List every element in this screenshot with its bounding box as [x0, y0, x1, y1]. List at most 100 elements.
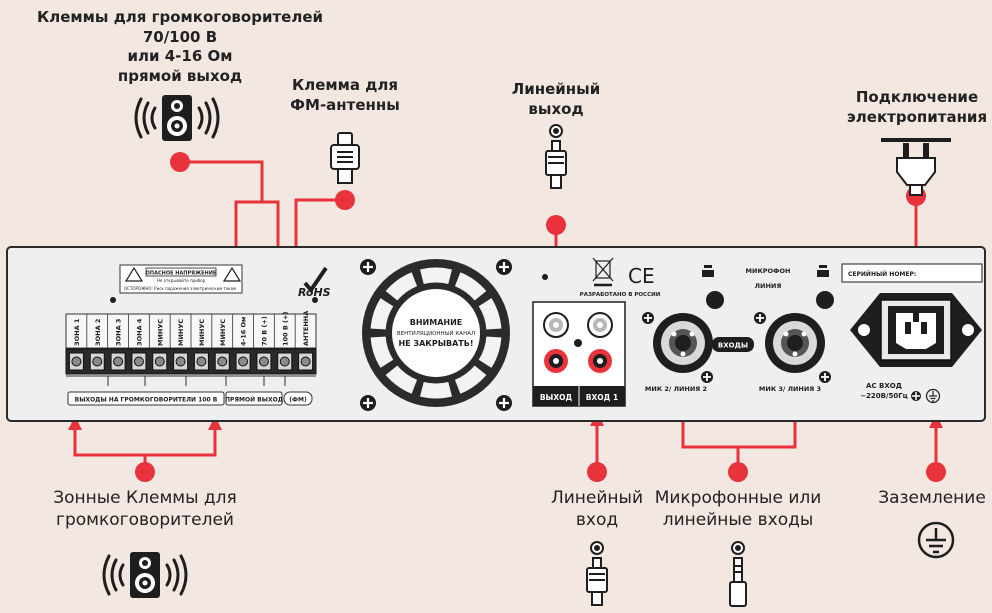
callout-text: выход [528, 99, 584, 118]
callout-text: или 4-16 Ом [127, 47, 233, 65]
zones-output-label: ВЫХОДЫ НА ГРОМКОГОВОРИТЕЛИ 100 В [75, 397, 218, 404]
rohs-mark: RoHS [298, 266, 331, 299]
dot-line-out [546, 215, 566, 235]
terminal-label: 100 В (+) [281, 312, 289, 346]
callout-power: Подключение электропитания [842, 88, 992, 127]
mic-header-1: МИКРОФОН [746, 267, 791, 275]
mic-header-2: ЛИНИЯ [755, 282, 782, 290]
callout-dots [135, 152, 946, 482]
inputs-label: ВХОДЫ [718, 342, 748, 350]
rca-ground-screw [574, 339, 582, 347]
terminal-screw-head [113, 356, 124, 367]
ac-voltage-label: ~220В/50Гц [860, 392, 908, 400]
terminal-label: МИНУС [198, 319, 206, 346]
terminal-label: ЗОНА 2 [94, 319, 102, 346]
arrow-up-zone-a [68, 416, 82, 430]
power-plug-icon [881, 138, 951, 196]
ce-mark: CE [628, 264, 655, 288]
power-section: СЕРИЙНЫЙ НОМЕР: AC ВХОД ~220В/50Гц [841, 263, 983, 404]
mic-gain-knob-3 [816, 291, 834, 309]
terminal-screw-head [238, 356, 249, 367]
jack-plug-icon [729, 541, 747, 607]
callout-text: громкоговорителей [56, 510, 234, 531]
mic3-label: МИК 3/ ЛИНИЯ 3 [759, 385, 821, 393]
terminal-label: ЗОНА 1 [73, 318, 81, 346]
mic2-label: МИК 2/ ЛИНИЯ 2 [645, 385, 707, 393]
callout-speaker-terminals: Клеммы для громкоговорителей 70/100 В ил… [0, 8, 360, 86]
rca-block: ВЫХОД ВХОД 1 [532, 301, 626, 407]
fan-slot [477, 297, 503, 331]
screw-icon [110, 274, 548, 303]
callout-text: Подключение [855, 88, 979, 106]
screw-cross [363, 262, 509, 408]
terminal-group-ticks [107, 376, 286, 386]
ground-icon [917, 521, 955, 559]
mic-gain-knob-2 [706, 291, 724, 309]
terminal-screw-head [217, 356, 228, 367]
callout-text: 70/100 В [142, 27, 218, 46]
rear-panel: ОПАСНОЕ НАПРЯЖЕНИЕ Не открывайте прибор … [6, 246, 986, 422]
callout-text: вход [575, 510, 619, 531]
terminal-label: АНТЕННА [302, 311, 310, 346]
direct-output-label: ПРЯМОЙ ВЫХОД [225, 396, 283, 404]
terminal-label: ЗОНА 3 [115, 319, 123, 346]
callout-line-out: Линейный выход [486, 80, 626, 119]
fan-slot [369, 335, 395, 369]
callout-ground: Заземление [872, 487, 992, 509]
callout-text: Клемма для [291, 76, 399, 94]
terminal-block [65, 348, 317, 375]
fan-warning: НЕ ЗАКРЫВАТЬ! [398, 339, 473, 348]
speaker-icon [102, 552, 188, 598]
callout-text: Зонные Клеммы для [53, 488, 237, 508]
switch-icon [702, 265, 829, 277]
rohs-label: RoHS [298, 286, 331, 299]
fan-slot [418, 380, 454, 400]
fan-slot [369, 297, 395, 331]
dot-speaker [170, 152, 190, 172]
fan-slot [453, 364, 488, 395]
terminal-label: 70 В (+) [260, 316, 268, 346]
fan-slots [369, 266, 503, 400]
arrow-up-zone-b [208, 416, 222, 430]
serial-label: СЕРИЙНЫЙ НОМЕР: [848, 270, 916, 278]
terminal-screw-head [175, 356, 186, 367]
ac-input-label: AC ВХОД [866, 382, 902, 390]
callout-text: линейные входы [662, 510, 814, 531]
zone-line [73, 420, 217, 457]
rca-out-label: ВЫХОД [540, 393, 573, 402]
fan-slot [477, 335, 503, 369]
mic-section: МИКРОФОН ЛИНИЯ [642, 265, 834, 393]
rca-plug-icon [586, 541, 608, 606]
terminal-label: МИНУС [156, 319, 164, 346]
callout-zone-terminals: Зонные Клеммы для громкоговорителей [30, 487, 260, 531]
ground-symbol-icon [925, 388, 941, 404]
hazard-icon [124, 266, 144, 282]
rca-plug-icon [545, 124, 567, 189]
terminal-label: ЗОНА 4 [135, 318, 143, 346]
terminal-screw-head [133, 356, 144, 367]
made-in-label: РАЗРАБОТАНО В РОССИИ [580, 292, 661, 298]
warning-subtitle: Не открывайте прибор [157, 278, 206, 283]
fm-label: (ФМ) [289, 397, 307, 404]
sound-waves-icon [134, 97, 220, 139]
callout-text: электропитания [846, 107, 988, 126]
terminal-screw-head [196, 356, 207, 367]
dot-line-in [587, 462, 607, 482]
fan-subtitle: ВЕНТИЛЯЦИОННЫЙ КАНАЛ [397, 330, 475, 337]
callout-text: Линейный [550, 488, 644, 508]
sound-waves-icon [102, 554, 188, 596]
weee-bin-icon [592, 257, 614, 287]
terminal-screw-head [300, 356, 311, 367]
callout-mic-inputs: Микрофонные или линейные входы [648, 487, 828, 531]
fan-title: ВНИМАНИЕ [410, 318, 463, 327]
terminal-screw-head [154, 356, 165, 367]
combo-jack-3 [765, 313, 825, 373]
fan-slot [384, 364, 419, 395]
combo-jack-2 [653, 313, 713, 373]
antenna-connector-icon [330, 132, 360, 184]
terminal-screws [68, 352, 314, 371]
dot-zones [135, 462, 155, 482]
check-icon [303, 266, 328, 294]
